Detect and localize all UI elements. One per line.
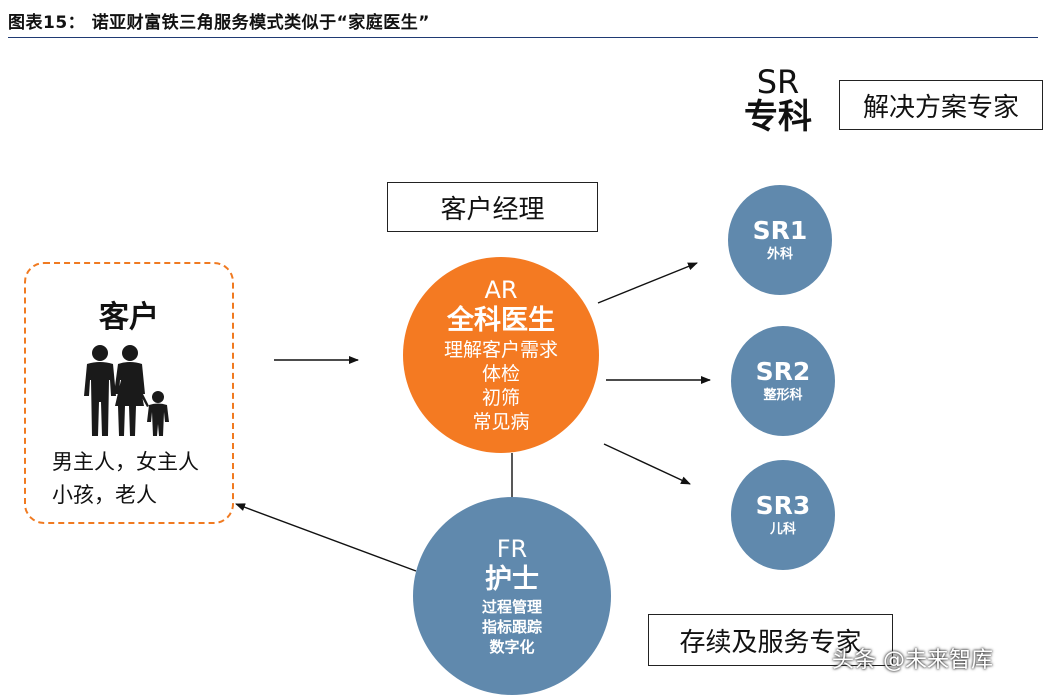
sr3-code: SR3 — [755, 491, 811, 520]
ar-duty: 初筛 — [481, 387, 520, 409]
sr-header: SR 专科 — [728, 63, 828, 137]
sr2-dept: 整形科 — [763, 388, 803, 403]
fr-duty: 数字化 — [489, 638, 535, 656]
sr1-circle: SR1 外科 — [728, 185, 832, 295]
members-line-1: 男主人，女主人 — [52, 450, 199, 474]
arrow-ar-to-sr1 — [597, 262, 698, 304]
fr-code: FR — [496, 535, 528, 563]
ar-duty: 体检 — [481, 363, 520, 385]
sr3-dept: 儿科 — [769, 522, 796, 537]
family-icon — [84, 345, 169, 436]
ar-duty: 理解客户需求 — [443, 339, 558, 361]
fr-circle: FR 护士 过程管理 指标跟踪 数字化 — [413, 497, 611, 695]
sr-header-label: 专科 — [744, 96, 812, 137]
customer-box: 客户 男主人，女主人 小孩，老人 — [24, 262, 234, 524]
arrow-ar-to-sr3 — [603, 443, 691, 485]
customer-title: 客户 — [99, 300, 159, 335]
account-manager-label: 客户经理 — [387, 182, 598, 232]
solution-expert-label: 解决方案专家 — [839, 80, 1043, 130]
arrow-fr-to-customer — [235, 503, 417, 572]
ar-circle: AR 全科医生 理解客户需求 体检 初筛 常见病 — [403, 257, 599, 453]
title-divider — [8, 37, 1038, 38]
customer-members: 男主人，女主人 小孩，老人 — [52, 446, 199, 512]
ar-name: 全科医生 — [447, 305, 555, 336]
sr1-dept: 外科 — [766, 247, 793, 262]
sr2-circle: SR2 整形科 — [731, 326, 835, 436]
fr-duty: 指标跟踪 — [481, 618, 542, 636]
fr-name: 护士 — [485, 564, 539, 595]
continuing-service-label: 存续及服务专家 — [648, 614, 893, 666]
fr-duty: 过程管理 — [481, 598, 542, 616]
sr3-circle: SR3 儿科 — [731, 460, 835, 570]
sr2-code: SR2 — [755, 357, 811, 386]
ar-duty: 常见病 — [472, 411, 530, 433]
figure-title: 图表15： 诺亚财富铁三角服务模式类似于“家庭医生” — [8, 13, 430, 33]
sr-header-code: SR — [756, 63, 800, 101]
members-line-2: 小孩，老人 — [52, 483, 157, 507]
watermark: 头条 @未来智库 — [832, 648, 993, 673]
sr1-code: SR1 — [752, 216, 808, 245]
ar-code: AR — [484, 276, 518, 304]
